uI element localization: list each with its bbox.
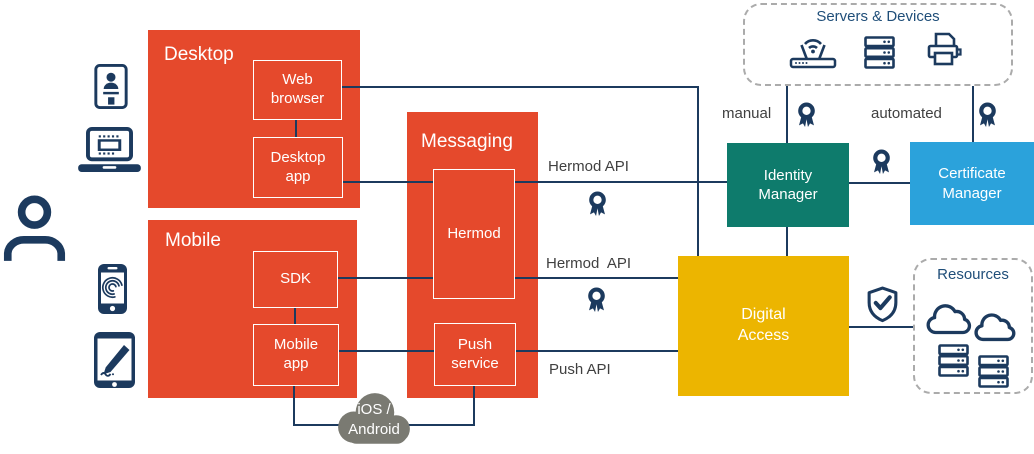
edge-identity-certificate xyxy=(849,182,910,184)
server-icon xyxy=(938,344,969,377)
certificate-icon xyxy=(796,102,817,128)
laptop-icon xyxy=(76,127,143,173)
identity-manager-node: Identity Manager xyxy=(727,143,849,227)
edge-desktopapp-hermod-identitymanager xyxy=(341,181,727,183)
desktop-group-title: Desktop xyxy=(164,44,234,65)
push-api-label: Push API xyxy=(549,361,611,378)
edge-cloud-pushservice-v xyxy=(473,384,475,426)
signature-tablet-icon xyxy=(93,331,136,389)
certificate-icon xyxy=(977,102,998,128)
edge-mobileapp-cloud-v xyxy=(293,384,295,426)
wifi-router-icon xyxy=(788,33,838,69)
certificate-manager-node: Certificate Manager xyxy=(910,142,1034,225)
resources-container xyxy=(913,258,1033,394)
hermod-node: Hermod xyxy=(433,169,515,299)
os-cloud-label: iOS / Android xyxy=(348,401,400,438)
edge-sdk-mobileapp xyxy=(294,306,296,324)
user-icon xyxy=(3,191,66,262)
mobile-group-title: Mobile xyxy=(165,230,221,251)
certificate-icon xyxy=(871,149,892,175)
servers-devices-container xyxy=(743,3,1013,86)
edge-webbrowser-desktopapp xyxy=(295,118,297,137)
fingerprint-phone-icon xyxy=(97,263,128,315)
edge-webbrowser-digitalaccess-v xyxy=(697,86,699,256)
digital-access-node: Digital Access xyxy=(678,256,849,396)
certificate-icon xyxy=(587,191,608,217)
messaging-group-title: Messaging xyxy=(421,131,513,152)
hermod-api-mid-label: Hermod API xyxy=(546,255,632,272)
ios-android-cloud-icon xyxy=(328,388,420,448)
shield-check-icon xyxy=(866,286,899,323)
manual-label: manual xyxy=(722,105,772,122)
cloud-icon xyxy=(973,312,1019,344)
edge-servers-identitymanager xyxy=(786,86,788,143)
server-icon xyxy=(864,36,895,69)
edge-digitalaccess-resources xyxy=(849,326,913,328)
printer-icon xyxy=(926,31,963,69)
servers-devices-title: Servers & Devices xyxy=(816,8,940,25)
automated-label: automated xyxy=(871,105,942,122)
sdk-node: SDK xyxy=(253,251,338,308)
push-service-node: Push service xyxy=(434,323,516,386)
desktop-app-node: Desktop app xyxy=(253,137,343,198)
mobile-app-node: Mobile app xyxy=(253,324,339,386)
hermod-api-top-label: Hermod API xyxy=(548,158,629,175)
web-browser-node: Web browser xyxy=(253,60,342,120)
cloud-icon xyxy=(925,302,975,338)
edge-identity-digitalaccess xyxy=(786,227,788,256)
resources-title: Resources xyxy=(937,266,1009,283)
id-badge-icon xyxy=(94,64,128,109)
certificate-icon xyxy=(586,287,607,313)
server-icon xyxy=(978,355,1009,388)
edge-webbrowser-digitalaccess-h xyxy=(340,86,699,88)
edge-servers-certificatemanager xyxy=(972,86,974,142)
